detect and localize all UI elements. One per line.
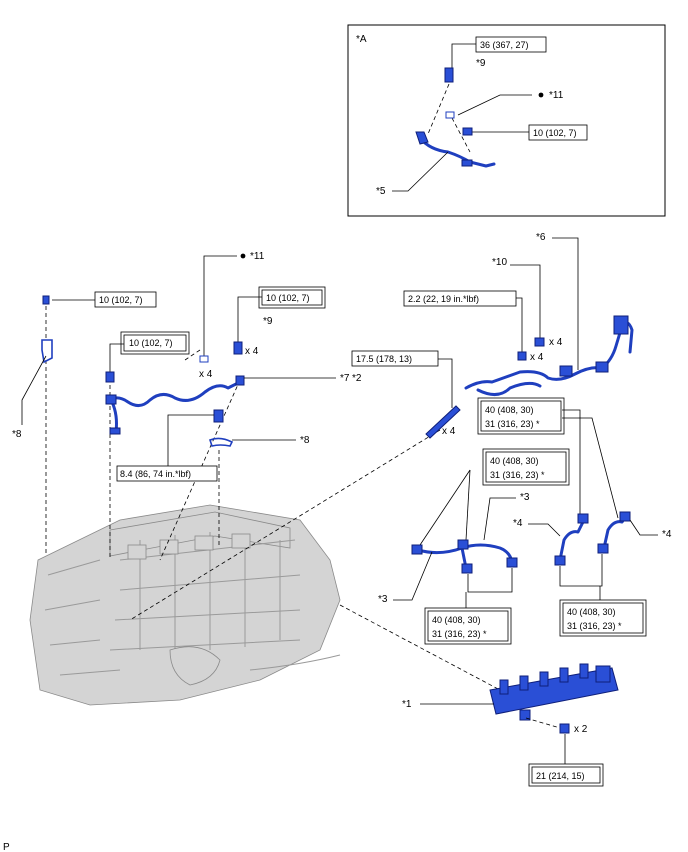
svg-text:31 (316, 23) *: 31 (316, 23) *	[485, 419, 540, 429]
callout-9-left: *9	[263, 316, 273, 327]
callout-5: *5	[376, 186, 386, 197]
callout-1: *1	[402, 699, 412, 710]
callout-6: *6	[536, 232, 546, 243]
bolt-middle	[105, 371, 115, 383]
torque-40-a: 40 (408, 30) 31 (316, 23) *	[477, 397, 565, 435]
replace-dot-left	[240, 253, 246, 259]
torque-22: 2.2 (22, 19 in.*lbf)	[403, 290, 517, 307]
callout-8-left: *8	[12, 429, 22, 440]
fuel-pipe-3	[416, 543, 514, 564]
torque-40-d: 40 (408, 30) 31 (316, 23) *	[559, 599, 647, 637]
nut-22	[517, 351, 527, 361]
footer-code: P	[3, 842, 10, 852]
callout-8-right: *8	[300, 435, 310, 446]
rail-bolt	[559, 723, 570, 734]
fuel-pipe-4-left	[558, 518, 586, 562]
svg-text:40 (408, 30): 40 (408, 30)	[485, 405, 534, 415]
qty-x4-nut: x 4	[530, 352, 544, 363]
torque-40-c: 40 (408, 30) 31 (316, 23) *	[424, 607, 512, 645]
svg-text:10 (102, 7): 10 (102, 7)	[99, 295, 143, 305]
svg-text:10 (102, 7): 10 (102, 7)	[129, 338, 173, 348]
qty-x4-union: x 4	[245, 346, 259, 357]
qty-x4-clip: x 4	[549, 337, 563, 348]
qty-x4-gasket: x 4	[199, 369, 213, 380]
inset-torque-10: 10 (102, 7)	[528, 124, 588, 141]
fuel-pipe-4-right	[602, 514, 628, 550]
torque-40-b: 40 (408, 30) 31 (316, 23) *	[482, 448, 570, 486]
bolt-84	[213, 409, 224, 423]
svg-text:10 (102, 7): 10 (102, 7)	[533, 128, 577, 138]
fuel-pipe-7	[108, 380, 242, 407]
qty-x4-injector: x 4	[442, 426, 456, 437]
inset-a-label: *A	[356, 34, 367, 45]
qty-x2-rail: x 2	[574, 724, 588, 735]
svg-text:8.4 (86, 74 in.*lbf): 8.4 (86, 74 in.*lbf)	[120, 469, 191, 479]
torque-10-left: 10 (102, 7)	[94, 291, 157, 308]
callout-4-left: *4	[513, 518, 523, 529]
callout-11-inset: *11	[549, 90, 564, 101]
callout-2: *2	[352, 373, 362, 384]
svg-text:2.2 (22, 19 in.*lbf): 2.2 (22, 19 in.*lbf)	[408, 294, 479, 304]
torque-10-middle: 10 (102, 7)	[120, 331, 190, 355]
svg-text:40 (408, 30): 40 (408, 30)	[432, 615, 481, 625]
inset-pipe	[418, 136, 496, 168]
inset-bolt	[462, 127, 473, 136]
injector-2	[425, 405, 461, 439]
inset-a-frame	[347, 24, 666, 217]
torque-10-union-bolt: 10 (102, 7)	[258, 286, 326, 309]
callout-7: *7	[340, 373, 350, 384]
callout-3-bottom: *3	[378, 594, 388, 605]
inset-gasket	[445, 111, 455, 119]
callout-4-right: *4	[662, 529, 672, 540]
svg-text:40 (408, 30): 40 (408, 30)	[490, 456, 539, 466]
bracket-8-right	[209, 437, 234, 447]
svg-text:21 (214, 15): 21 (214, 15)	[536, 771, 585, 781]
fuel-rail-1	[489, 663, 619, 721]
inset-torque-36: 36 (367, 27)	[475, 36, 547, 53]
svg-text:10 (102, 7): 10 (102, 7)	[266, 293, 310, 303]
callout-11-left: *11	[250, 251, 265, 262]
inset-union-bolt	[444, 67, 454, 83]
svg-text:40 (408, 30): 40 (408, 30)	[567, 607, 616, 617]
torque-175: 17.5 (178, 13)	[351, 350, 439, 367]
injector-harness-6	[464, 321, 634, 390]
svg-text:31 (316, 23) *: 31 (316, 23) *	[567, 621, 622, 631]
callout-3-top: *3	[520, 492, 530, 503]
svg-text:31 (316, 23) *: 31 (316, 23) *	[490, 470, 545, 480]
torque-84: 8.4 (86, 74 in.*lbf)	[116, 465, 218, 482]
clip-10	[534, 337, 545, 347]
union-bolt-left	[233, 341, 243, 355]
svg-text:36 (367, 27): 36 (367, 27)	[480, 40, 529, 50]
torque-21: 21 (214, 15)	[528, 763, 604, 787]
bracket-8-left	[41, 339, 53, 364]
svg-text:31 (316, 23) *: 31 (316, 23) *	[432, 629, 487, 639]
engine-illustration	[29, 504, 341, 706]
callout-9-inset: *9	[476, 58, 486, 69]
inset-replace-dot	[538, 92, 544, 98]
bracket-8-top-bolt	[42, 295, 50, 305]
callout-10: *10	[492, 257, 507, 268]
svg-text:17.5 (178, 13): 17.5 (178, 13)	[356, 354, 412, 364]
